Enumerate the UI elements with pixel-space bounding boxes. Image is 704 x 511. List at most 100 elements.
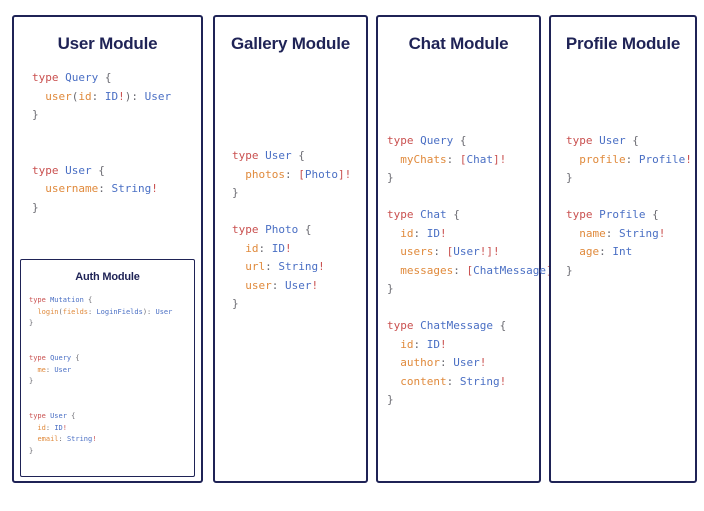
- code-token: ID: [426, 226, 440, 240]
- code-token: ): [142, 307, 148, 316]
- module-title-chat: Chat Module: [408, 34, 509, 53]
- code-token: ID: [54, 423, 63, 432]
- code-token: :: [605, 226, 619, 240]
- module-title-auth: Auth Module: [75, 271, 140, 283]
- code-token: messages: [400, 263, 454, 277]
- code-token: id: [400, 226, 414, 240]
- schema-code-profile: type User { profile: Profile! } type Pro…: [566, 132, 695, 280]
- code-token: {: [83, 296, 93, 304]
- code-token: ChatMessage: [420, 319, 493, 332]
- code-token: }: [32, 200, 39, 214]
- code-token: User: [453, 245, 480, 258]
- code-token: type: [29, 353, 51, 362]
- code-token: }: [29, 377, 34, 386]
- module-card-chat[interactable]: Chat Module type Query { myChats: [Chat]…: [376, 15, 559, 483]
- code-token: type: [566, 208, 600, 221]
- code-token: [232, 242, 245, 255]
- code-token: !: [118, 89, 125, 103]
- module-card-profile[interactable]: Profile Module type User { profile: Prof…: [549, 15, 697, 483]
- code-token: [232, 279, 245, 292]
- code-token: ID: [426, 337, 440, 351]
- code-token: }: [387, 282, 394, 295]
- code-token: [: [459, 152, 467, 166]
- code-token: }: [232, 186, 239, 199]
- code-token: type: [32, 71, 66, 84]
- code-token: :: [625, 152, 639, 166]
- code-token: type: [232, 149, 266, 162]
- code-token: String: [111, 182, 152, 195]
- code-token: User: [54, 365, 72, 374]
- code-token: login: [37, 307, 59, 316]
- code-token: id: [37, 423, 46, 432]
- code-token: [232, 260, 245, 273]
- module-card-gallery[interactable]: Gallery Module type User { photos: [Phot…: [213, 15, 368, 483]
- code-token: type: [29, 411, 51, 420]
- code-token: !: [499, 374, 507, 388]
- code-token: ]: [338, 167, 345, 181]
- code-token: {: [625, 134, 639, 147]
- code-token: String: [278, 260, 319, 273]
- code-token: type: [29, 296, 51, 304]
- code-token: :: [271, 278, 285, 292]
- code-token: }: [387, 171, 394, 184]
- code-token: !: [440, 226, 447, 240]
- code-token: :: [147, 307, 156, 316]
- code-token: User: [50, 411, 67, 420]
- schema-code-user: type Query { user(id: ID!): User } type …: [32, 69, 201, 217]
- code-token: user: [45, 89, 72, 103]
- code-token: profile: [579, 152, 626, 166]
- code-token: :: [88, 307, 97, 316]
- code-token: {: [291, 149, 305, 162]
- schema-code-auth: type Mutation { login(fields: LoginField…: [29, 295, 194, 457]
- code-token: username: [45, 182, 99, 195]
- code-token: User: [65, 163, 92, 177]
- code-token: (: [58, 307, 63, 316]
- code-token: !]!: [479, 245, 500, 258]
- code-token: {: [98, 71, 112, 84]
- code-token: :: [413, 226, 427, 240]
- code-token: Profile: [638, 152, 686, 166]
- code-token: !: [479, 356, 487, 369]
- code-token: !: [318, 260, 325, 273]
- code-token: {: [446, 208, 460, 221]
- code-token: !: [499, 152, 507, 166]
- code-token: ]: [492, 152, 500, 166]
- code-token: Photo: [265, 223, 299, 236]
- schema-code-gallery: type User { photos: [Photo]! } type Phot…: [232, 147, 366, 314]
- code-token: ): [124, 89, 132, 103]
- code-token: :: [599, 245, 613, 258]
- code-token: id: [400, 337, 414, 351]
- code-token: }: [29, 319, 34, 328]
- code-token: !: [92, 435, 97, 444]
- code-token: [566, 245, 579, 258]
- module-card-auth[interactable]: Auth Module type Mutation { login(fields…: [20, 259, 195, 477]
- code-token: {: [298, 223, 312, 236]
- code-token: users: [400, 245, 434, 258]
- code-token: [387, 153, 400, 166]
- code-token: url: [245, 260, 266, 273]
- code-token: :: [265, 260, 279, 273]
- code-token: me: [37, 365, 46, 374]
- module-card-user[interactable]: User Module type Query { user(id: ID!): …: [12, 15, 203, 483]
- code-token: :: [285, 167, 299, 181]
- code-token: {: [91, 163, 105, 177]
- code-token: user: [245, 278, 272, 292]
- code-token: id: [245, 241, 259, 255]
- code-token: email: [37, 435, 59, 444]
- code-token: Query: [50, 353, 72, 362]
- code-token: User: [599, 134, 626, 147]
- code-token: Chat: [420, 208, 447, 221]
- code-token: User: [285, 278, 312, 292]
- code-token: content: [400, 374, 447, 388]
- code-token: :: [453, 263, 467, 277]
- code-token: :: [258, 241, 272, 255]
- code-token: User: [265, 149, 292, 162]
- code-token: [32, 182, 45, 195]
- code-token: Profile: [599, 208, 646, 221]
- code-token: ID: [104, 89, 119, 103]
- code-token: User: [155, 307, 173, 316]
- code-token: Photo: [304, 167, 338, 181]
- code-token: :: [433, 245, 447, 258]
- code-token: [566, 227, 579, 240]
